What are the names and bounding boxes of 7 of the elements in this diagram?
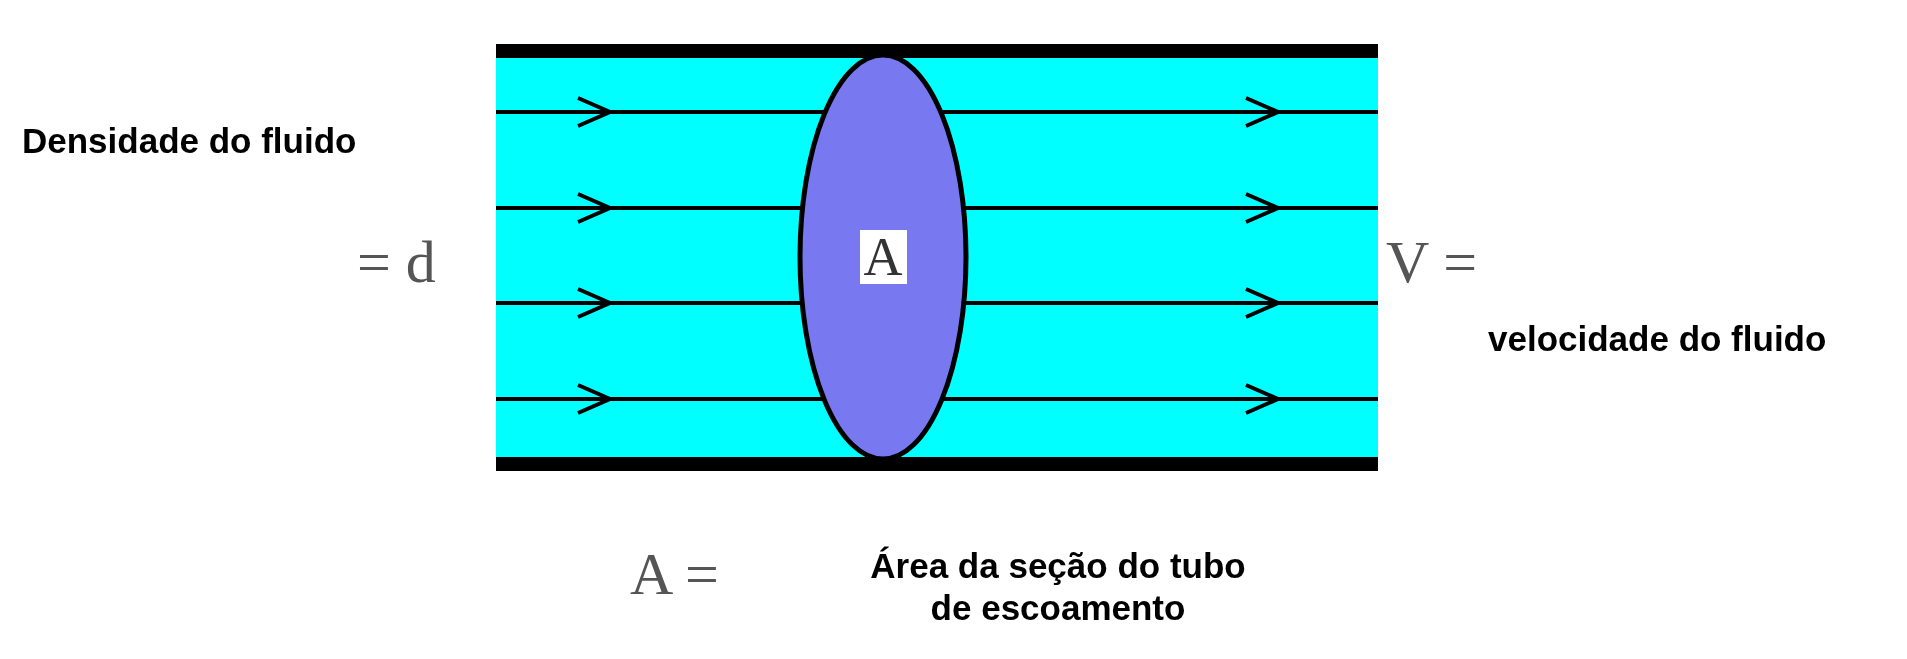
description-label: Área da seção do tubo de escoamento	[869, 545, 1247, 629]
description-label: velocidade do fluido	[1488, 318, 1828, 360]
area-symbol: A	[859, 230, 907, 284]
symbol-label: V =	[1386, 228, 1478, 297]
symbol-label: A =	[630, 540, 719, 609]
description-label: Densidade do fluido	[22, 120, 358, 162]
symbol-label: = d	[357, 228, 436, 297]
